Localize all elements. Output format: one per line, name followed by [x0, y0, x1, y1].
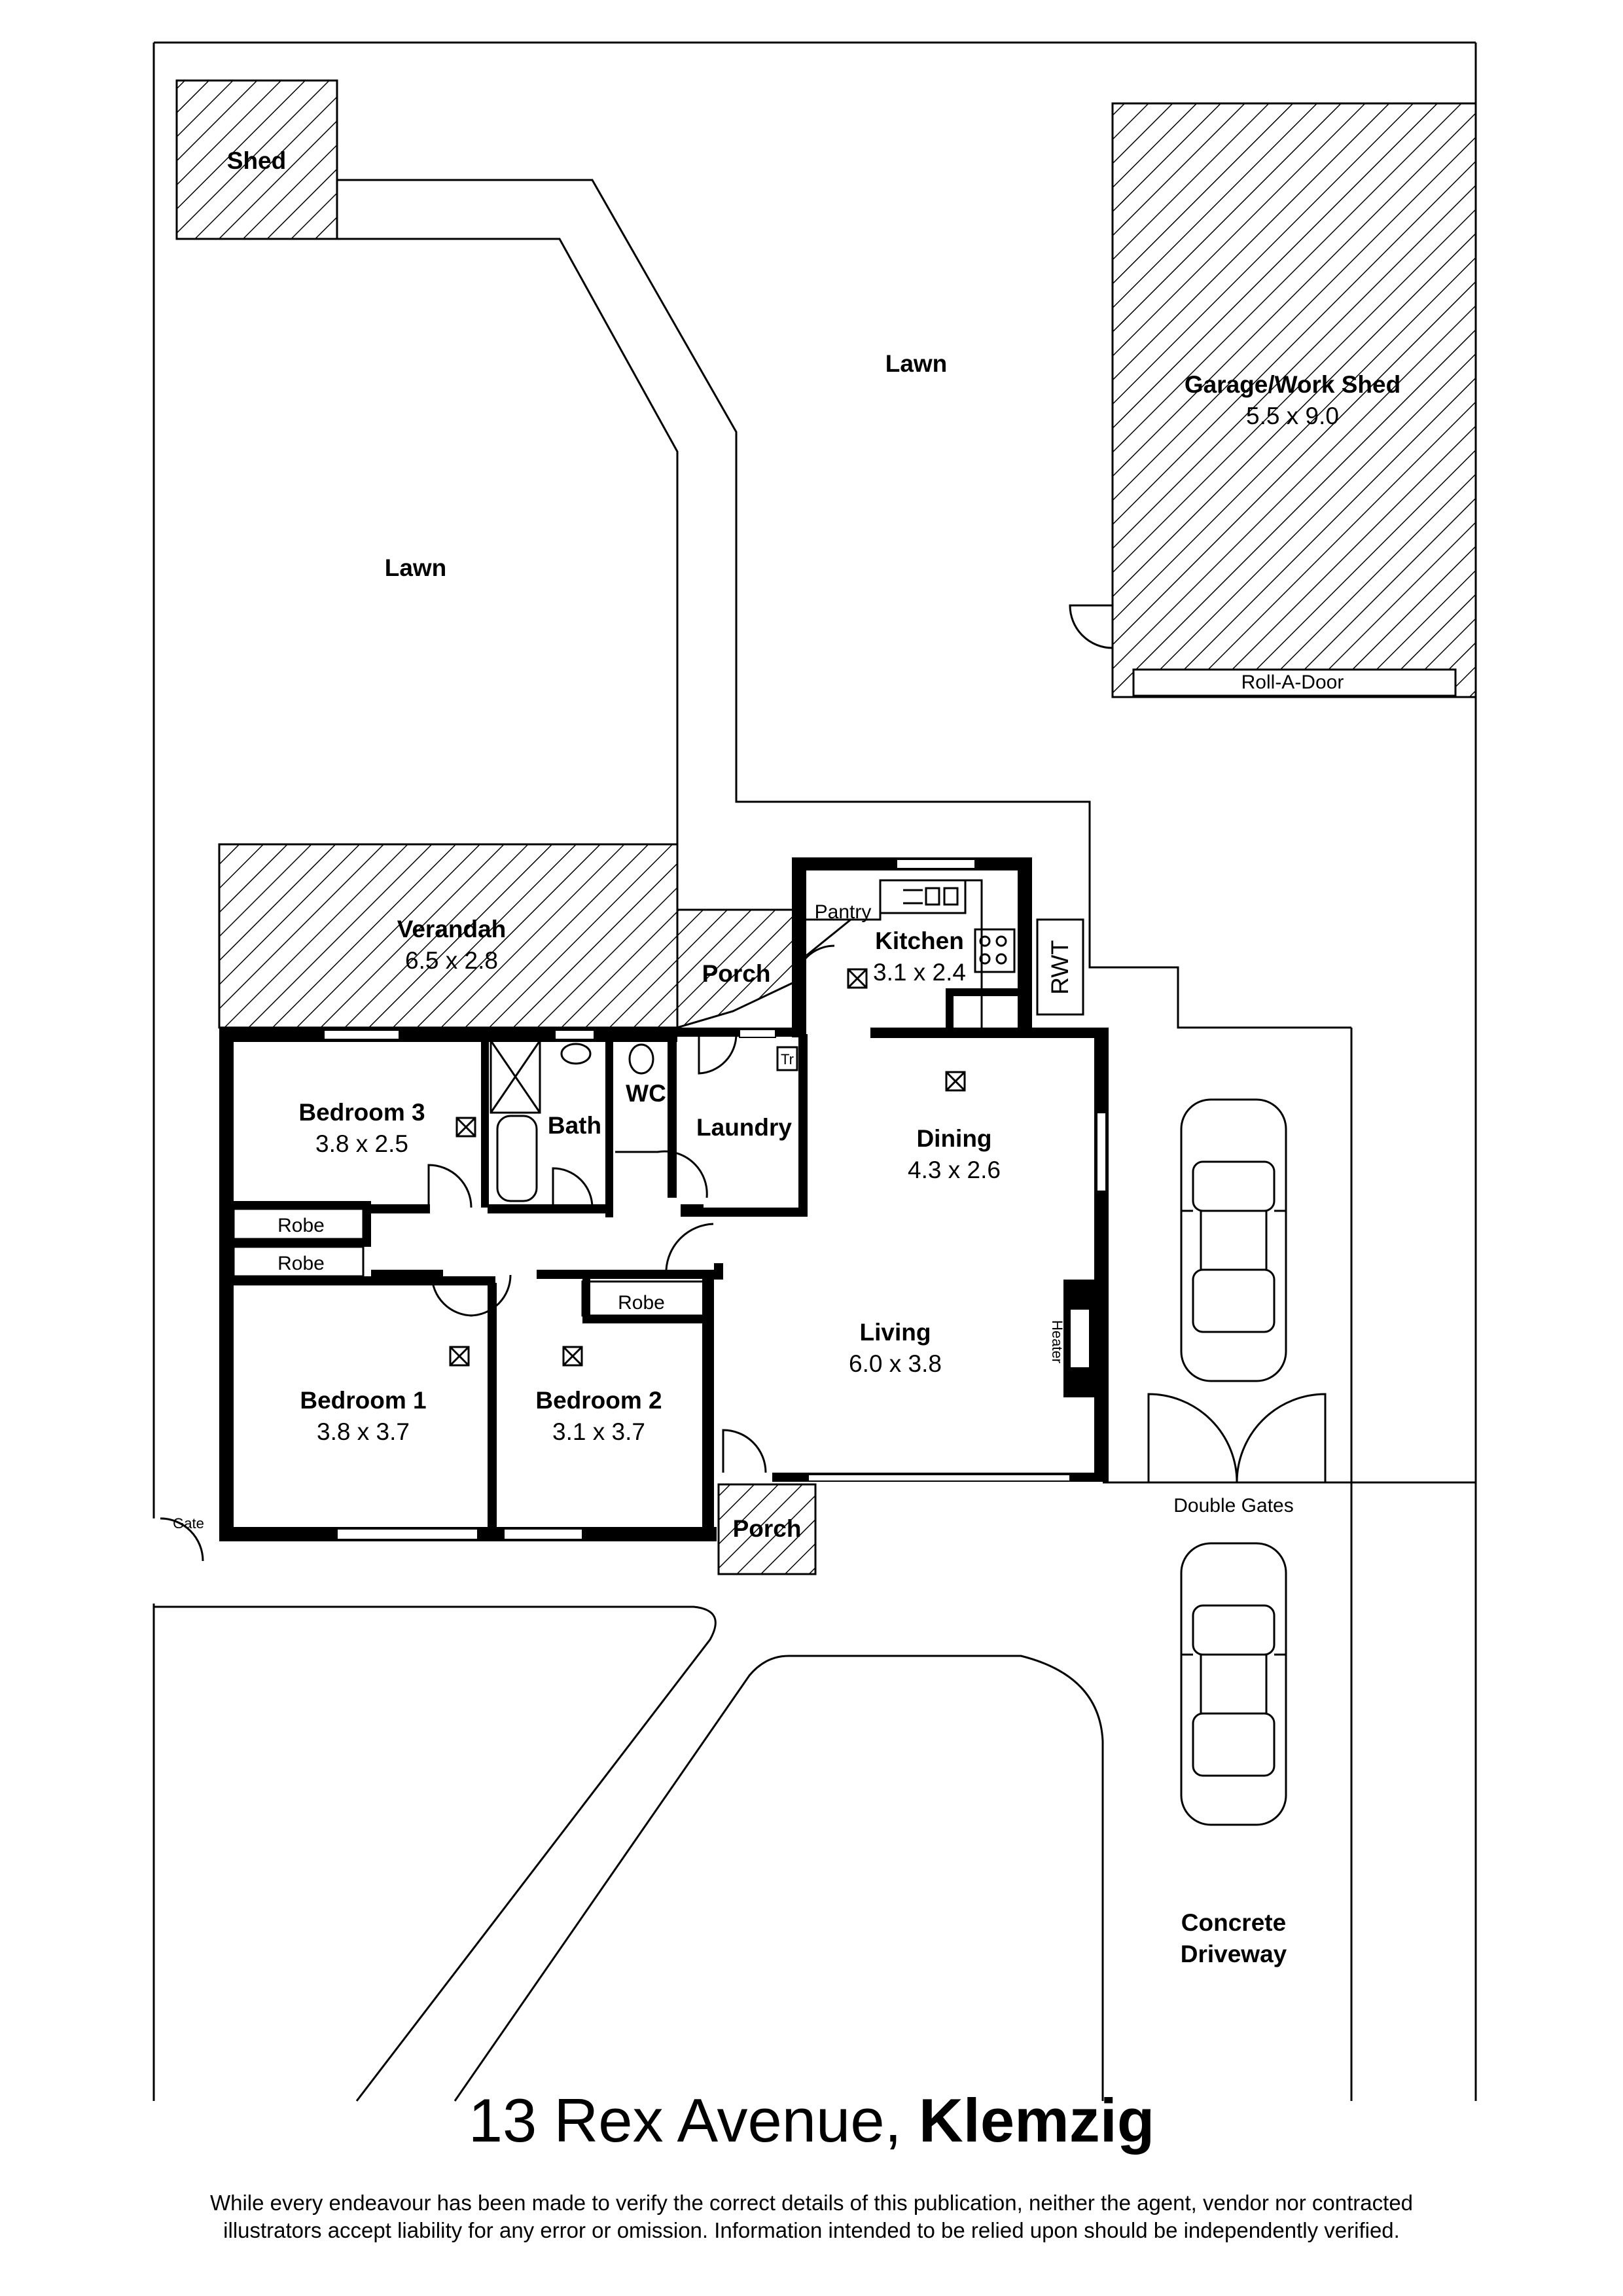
- living-size: 6.0 x 3.8: [849, 1350, 942, 1377]
- bedroom1-name: Bedroom 1: [300, 1387, 426, 1414]
- fixtures: [232, 879, 1016, 1317]
- bedroom3-name: Bedroom 3: [298, 1099, 425, 1126]
- car-icon: [1180, 1542, 1287, 1826]
- bath-label: Bath: [548, 1112, 601, 1139]
- bedroom2-name: Bedroom 2: [535, 1387, 662, 1414]
- disclaimer: While every endeavour has been made to v…: [131, 2189, 1492, 2244]
- verandah-name: Verandah: [397, 916, 507, 942]
- verandah-size: 6.5 x 2.8: [405, 947, 498, 974]
- disclaimer-line-1: While every endeavour has been made to v…: [209, 2191, 1414, 2215]
- disclaimer-line-2: illustrators accept liability for any er…: [223, 2218, 1400, 2242]
- shed-label: Shed: [227, 147, 286, 174]
- dining-size: 4.3 x 2.6: [908, 1157, 1001, 1183]
- lawn-west-label: Lawn: [385, 554, 447, 581]
- garage-size: 5.5 x 9.0: [1246, 403, 1339, 429]
- kitchen-name: Kitchen: [875, 927, 964, 954]
- street-address: 13 Rex Avenue,: [468, 2086, 902, 2155]
- rear-porch: [676, 908, 796, 1030]
- double-gates-label: Double Gates: [1173, 1495, 1293, 1516]
- dining-name: Dining: [916, 1125, 991, 1152]
- garage: [1069, 102, 1477, 698]
- pantry-label: Pantry: [815, 901, 872, 923]
- trough-label: Tr: [781, 1051, 794, 1067]
- front-porch: [717, 1483, 817, 1575]
- rwt-label: RWT: [1046, 940, 1073, 995]
- bedroom1-size: 3.8 x 3.7: [317, 1418, 410, 1445]
- windows: [323, 859, 1107, 1540]
- property-address: 13 Rex Avenue, Klemzig: [0, 2081, 1623, 2160]
- bedroom2-size: 3.1 x 3.7: [552, 1418, 645, 1445]
- doors: [160, 944, 1327, 1562]
- driveway-label-line2: Driveway: [1181, 1941, 1287, 1967]
- driveway-label-line1: Concrete: [1181, 1909, 1286, 1936]
- smoke-detectors: [449, 968, 966, 1367]
- rainwater-tank: [1036, 918, 1084, 1016]
- porch-front-label: Porch: [733, 1515, 802, 1542]
- lawn-back-label: Lawn: [885, 350, 948, 377]
- robe-bedroom3: Robe: [277, 1215, 325, 1236]
- kitchen-size: 3.1 x 2.4: [873, 959, 966, 986]
- robe-bedroom1: Robe: [277, 1253, 325, 1274]
- garage-name: Garage/Work Shed: [1185, 371, 1400, 398]
- living-name: Living: [860, 1319, 931, 1346]
- robe-bedroom2: Robe: [618, 1292, 665, 1314]
- roll-a-door-label: Roll-A-Door: [1241, 672, 1344, 693]
- heater-label: Heater: [1049, 1320, 1065, 1363]
- suburb-name: Klemzig: [918, 2086, 1155, 2155]
- bedroom3-size: 3.8 x 2.5: [315, 1130, 408, 1157]
- garden-paths: [154, 179, 1351, 2102]
- wc-label: WC: [626, 1080, 666, 1107]
- porch-rear-label: Porch: [702, 960, 771, 987]
- car-icon: [1180, 1098, 1287, 1382]
- gate-label: Gate: [173, 1515, 204, 1532]
- laundry-label: Laundry: [696, 1114, 792, 1141]
- shed: [175, 79, 338, 240]
